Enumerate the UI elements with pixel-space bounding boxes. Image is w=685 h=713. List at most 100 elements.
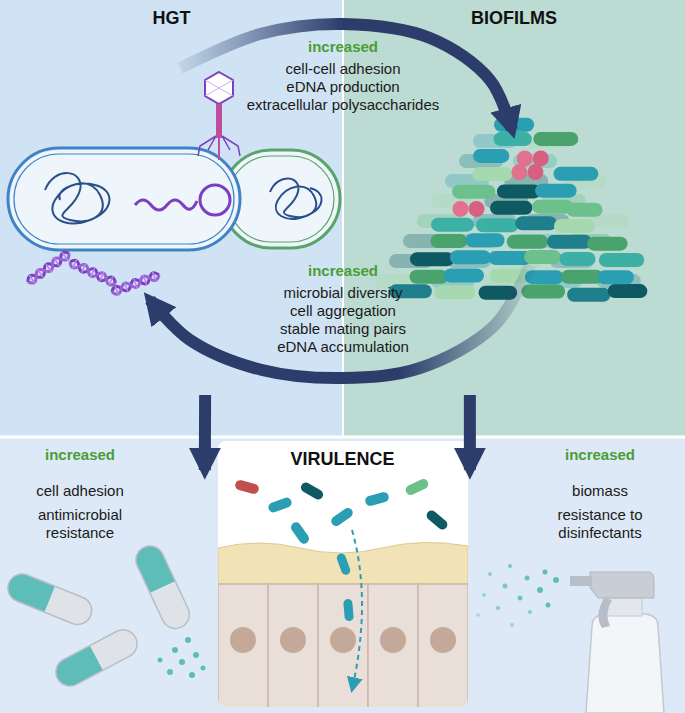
virulence-ground: [0, 437, 685, 713]
biofilm-cluster-part: [587, 237, 628, 251]
biofilm-cluster-part: [431, 218, 474, 232]
biofilm-cluster-part: [434, 285, 475, 299]
increase-heading: increased: [308, 38, 378, 56]
effect-item-slot: biomass: [572, 482, 628, 500]
epithelium-part-part: [268, 584, 318, 707]
increase-heading-slot: increased: [308, 262, 378, 280]
biofilm-cluster-part: [547, 235, 592, 249]
epithelium-part: [218, 584, 468, 707]
epithelium-part: [234, 479, 260, 495]
effect-item-slot: cell aggregation: [290, 302, 396, 320]
disinfectant-spray-part: [543, 570, 548, 575]
biofilm-cluster-part: [533, 132, 578, 146]
epithelium-part-part: [330, 627, 356, 653]
disinfectant-spray-part: [590, 572, 654, 598]
biofilm-cluster-part: [453, 201, 469, 217]
biofilm-cluster-part: [476, 218, 518, 232]
antibiotic-pills: [4, 541, 206, 691]
bacterial-cells-part: [200, 185, 230, 215]
biofilm-cluster-part: [490, 201, 533, 215]
epithelium-part: [267, 496, 293, 514]
epithelium-part: [299, 481, 325, 502]
effect-item-slot: eDNA accumulation: [277, 338, 409, 356]
effect-item-slot: cell adhesion: [36, 482, 124, 500]
biofilm-cluster-part: [507, 235, 548, 249]
biofilm-cluster-part: [497, 184, 541, 198]
disinfectant-spray: [476, 564, 664, 713]
flow-arrow: [199, 395, 211, 470]
biofilm-cluster-part: [527, 164, 543, 180]
panel-title: HGT: [0, 8, 343, 29]
increase-heading-slot: increased: [308, 38, 378, 56]
disinfectant-spray-part: [518, 596, 523, 601]
antibiotic-pills-part: [4, 570, 96, 629]
effect-item-slot: eDNA production: [286, 78, 399, 96]
antibiotic-pills-part: [172, 647, 178, 653]
effect-item-slot: antimicrobial resistance: [24, 506, 136, 542]
free-dna-part: [68, 257, 118, 287]
disinfectant-spray-part: [503, 584, 508, 589]
biofilm-cluster-part: [431, 234, 468, 248]
effect-item: eDNA production: [286, 78, 399, 96]
flow-arrow: [464, 395, 476, 470]
epithelium-part: [329, 506, 354, 528]
antibiotic-pills-part: [179, 659, 185, 665]
biofilm-cluster-part: [566, 203, 602, 217]
antibiotic-pills-part: [167, 669, 173, 675]
antibiotic-pills-part: [131, 541, 194, 633]
epithelium-part-part: [430, 627, 456, 653]
antibiotic-pills-part: [185, 637, 191, 643]
increase-heading: increased: [308, 262, 378, 280]
biofilm-cluster-part: [444, 268, 484, 282]
biofilm-cluster-part: [465, 233, 504, 247]
disinfectant-spray-part: [537, 587, 543, 593]
epithelium-part-part: [280, 627, 306, 653]
bacterial-cells: [8, 148, 340, 250]
epithelium-part-part: [230, 627, 256, 653]
effect-item: cell adhesion: [36, 482, 124, 500]
free-dna: [25, 249, 161, 296]
effect-item: stable mating pairs: [280, 320, 406, 338]
antibiotic-pills-part: [51, 625, 142, 691]
biofilm-cluster-part: [521, 285, 565, 299]
biofilm-cluster-part: [515, 216, 557, 230]
epithelium-part: [343, 599, 354, 622]
antibiotic-pills-part: [158, 658, 163, 663]
biofilm-cluster-part: [567, 288, 610, 302]
biofilm-cluster-part: [524, 250, 561, 264]
biofilm-cluster-part: [410, 252, 454, 266]
flow-arrow: [180, 24, 512, 130]
epithelium-part: [364, 491, 390, 507]
bacterial-cells-part: [14, 154, 234, 244]
bacterial-cells-part: [228, 156, 334, 242]
increase-heading-slot: increased: [565, 446, 635, 464]
biofilm-cluster-part: [535, 184, 577, 198]
epithelium-part-part: [368, 584, 418, 707]
biofilm-cluster-part: [598, 270, 634, 284]
disinfectant-spray-part: [528, 610, 532, 614]
biofilm-cluster-part: [553, 167, 598, 181]
bacterial-cells-part: [8, 148, 240, 250]
bacterial-cells-part: [135, 200, 197, 210]
antibiotic-pills-part: [201, 666, 206, 671]
disinfectant-spray-part: [546, 603, 551, 608]
effect-item: biomass: [572, 482, 628, 500]
biofilm-cluster: [375, 118, 647, 302]
biofilm-cluster-part: [452, 185, 495, 199]
disinfectant-spray-part: [482, 593, 486, 597]
biofilm-cluster-part: [608, 284, 648, 298]
epithelium-part: [352, 530, 362, 690]
biofilm-cluster-part: [473, 167, 513, 181]
effect-item-slot: extracellular polysaccharides: [247, 96, 440, 114]
disinfectant-spray-part: [488, 572, 492, 576]
effect-item-slot: stable mating pairs: [280, 320, 406, 338]
disinfectant-spray-part: [476, 613, 480, 617]
bacterial-cells-part: [45, 173, 109, 223]
biofilm-cluster-part: [511, 164, 527, 180]
biofilm-cluster-part: [450, 250, 491, 264]
phage-part: [205, 72, 233, 104]
epithelium-part-part: [218, 584, 268, 707]
effect-item: eDNA accumulation: [277, 338, 409, 356]
effect-item-slot: cell-cell adhesion: [285, 60, 400, 78]
